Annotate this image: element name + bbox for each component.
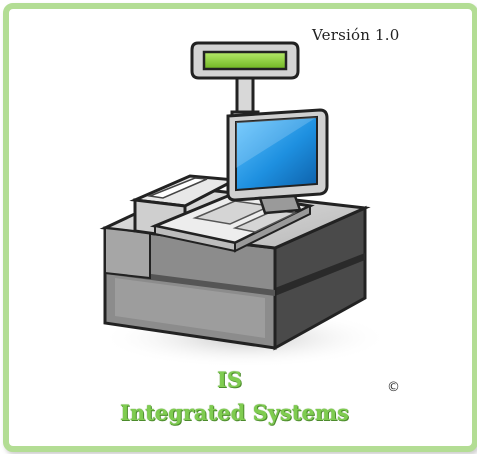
copyright-icon: © [387, 380, 400, 395]
cash-register-icon [99, 41, 385, 368]
version-label: Versión 1.0 [312, 26, 400, 44]
brand-name: Integrated Systems [120, 400, 349, 425]
brand-abbreviation: IS [217, 367, 242, 392]
